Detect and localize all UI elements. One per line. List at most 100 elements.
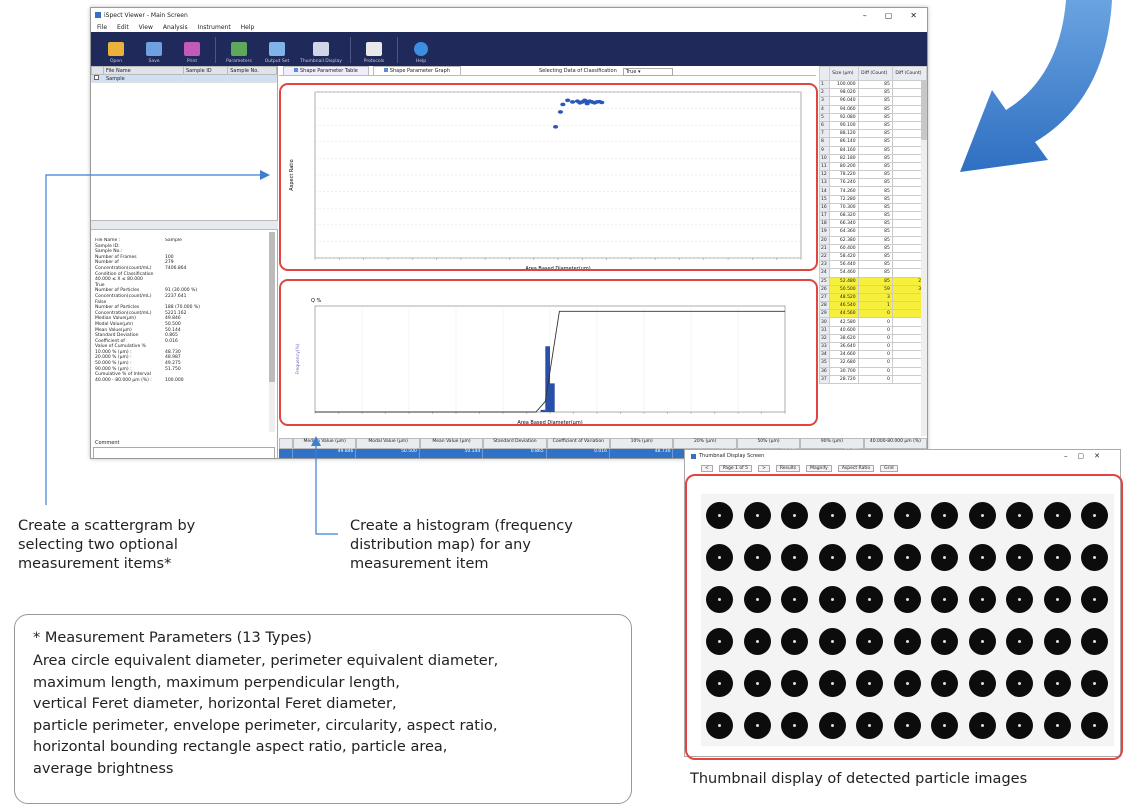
toolbar-button-help[interactable]: Help [404, 34, 438, 66]
thumbnail-cell[interactable] [1038, 494, 1076, 536]
thumbnail-cell[interactable] [738, 536, 776, 578]
menu-edit[interactable]: Edit [117, 23, 129, 31]
thumbnail-cell[interactable] [1076, 494, 1114, 536]
menu-file[interactable]: File [97, 23, 108, 31]
thumbnail-window-controls[interactable]: –▢✕ [1064, 452, 1110, 460]
thumbnail-cell[interactable] [888, 662, 926, 704]
thumbnail-cell[interactable] [738, 704, 776, 746]
thumbnail-cell[interactable] [888, 578, 926, 620]
thumbnail-cell[interactable] [738, 620, 776, 662]
thumbnail-cell[interactable] [1038, 620, 1076, 662]
classification-dropdown[interactable]: True ▾ [622, 68, 673, 76]
tab-shape-parameter-graph[interactable]: Shape Parameter Graph [372, 66, 461, 75]
menu-instrument[interactable]: Instrument [197, 23, 231, 31]
thumbnail-cell[interactable] [1038, 536, 1076, 578]
thumbnail-cell[interactable] [776, 578, 814, 620]
thumbnail-cell[interactable] [851, 578, 889, 620]
thumbnail-cell[interactable] [926, 578, 964, 620]
thumbnail-cell[interactable] [701, 620, 739, 662]
thumbnail-cell[interactable] [1001, 494, 1039, 536]
thumbnail-cell[interactable] [926, 704, 964, 746]
next-page-button[interactable]: > [758, 464, 770, 472]
toolbar-button-parameters[interactable]: Parameters [222, 34, 256, 66]
thumbnail-cell[interactable] [738, 494, 776, 536]
thumbnail-cell[interactable] [963, 578, 1001, 620]
thumbnail-cell[interactable] [888, 494, 926, 536]
thumbnail-cell[interactable] [851, 704, 889, 746]
thumbnail-cell[interactable] [701, 536, 739, 578]
thumbnail-cell[interactable] [1038, 578, 1076, 620]
thumbnail-cell[interactable] [701, 578, 739, 620]
prev-page-button[interactable]: < [701, 464, 713, 472]
thumbnail-cell[interactable] [1076, 578, 1114, 620]
thumbnail-cell[interactable] [1001, 536, 1039, 578]
thumbnail-cell[interactable] [1001, 620, 1039, 662]
thumbnail-cell[interactable] [776, 536, 814, 578]
result-scrollbar[interactable] [921, 80, 927, 436]
toolbar-button-save[interactable]: Save [137, 34, 171, 66]
thumbnail-cell[interactable] [851, 620, 889, 662]
thumbnail-cell[interactable] [1001, 662, 1039, 704]
thumbnail-cell[interactable] [851, 536, 889, 578]
thumbnail-cell[interactable] [776, 662, 814, 704]
menu-view[interactable]: View [138, 23, 153, 31]
thumbnail-cell[interactable] [776, 704, 814, 746]
grid-button[interactable]: Grid [880, 464, 898, 472]
info-scrollbar[interactable] [269, 232, 275, 432]
thumbnail-cell[interactable] [963, 536, 1001, 578]
menu-help[interactable]: Help [240, 23, 255, 31]
thumbnail-cell[interactable] [1001, 578, 1039, 620]
thumbnail-cell[interactable] [888, 620, 926, 662]
toolbar-button-print[interactable]: Print [175, 34, 209, 66]
thumbnail-cell[interactable] [813, 620, 851, 662]
thumbnail-cell[interactable] [926, 536, 964, 578]
minimize-button[interactable]: – [862, 10, 867, 20]
table-row[interactable]: Sample [91, 74, 277, 83]
aspect-ratio-dropdown[interactable]: Aspect Ratio [837, 464, 875, 472]
tab-shape-parameter-table[interactable]: Shape Parameter Table [283, 66, 369, 75]
thumbnail-cell[interactable] [738, 578, 776, 620]
thumbnail-cell[interactable] [888, 536, 926, 578]
thumbnail-cell[interactable] [851, 662, 889, 704]
thumbnail-cell[interactable] [701, 704, 739, 746]
thumbnail-cell[interactable] [926, 620, 964, 662]
thumbnail-cell[interactable] [888, 704, 926, 746]
thumbnail-cell[interactable] [963, 662, 1001, 704]
results-button[interactable]: Results [775, 464, 801, 472]
thumbnail-cell[interactable] [1076, 704, 1114, 746]
toolbar-button-open[interactable]: Open [99, 34, 133, 66]
menu-analysis[interactable]: Analysis [162, 23, 188, 31]
thumbnail-cell[interactable] [963, 620, 1001, 662]
thumbnail-cell[interactable] [1076, 620, 1114, 662]
thumbnail-cell[interactable] [701, 494, 739, 536]
thumbnail-cell[interactable] [926, 662, 964, 704]
thumbnail-cell[interactable] [776, 494, 814, 536]
thumbnail-cell[interactable] [813, 578, 851, 620]
thumbnail-cell[interactable] [1076, 536, 1114, 578]
thumbnail-cell[interactable] [1001, 704, 1039, 746]
toolbar-button-protocols[interactable]: Protocols [357, 34, 391, 66]
thumbnail-cell[interactable] [851, 494, 889, 536]
thumbnail-cell[interactable] [1076, 662, 1114, 704]
magnify-button[interactable]: Magnify [806, 464, 832, 472]
thumbnail-cell[interactable] [963, 494, 1001, 536]
thumbnail-cell[interactable] [813, 494, 851, 536]
maximize-button[interactable]: ▢ [884, 10, 893, 20]
thumbnail-cell[interactable] [1038, 704, 1076, 746]
thumbnail-cell[interactable] [963, 704, 1001, 746]
thumbnail-cell[interactable] [813, 662, 851, 704]
thumbnail-cell[interactable] [926, 494, 964, 536]
thumbnail-cell[interactable] [776, 620, 814, 662]
close-button[interactable]: ✕ [910, 10, 917, 20]
thumbnail-cell[interactable] [738, 662, 776, 704]
comment-field[interactable] [93, 447, 275, 458]
thumbnail-cell[interactable] [701, 662, 739, 704]
thumbnail-cell[interactable] [813, 704, 851, 746]
thumbnail-cell[interactable] [813, 536, 851, 578]
thumbnail-cell[interactable] [1038, 662, 1076, 704]
